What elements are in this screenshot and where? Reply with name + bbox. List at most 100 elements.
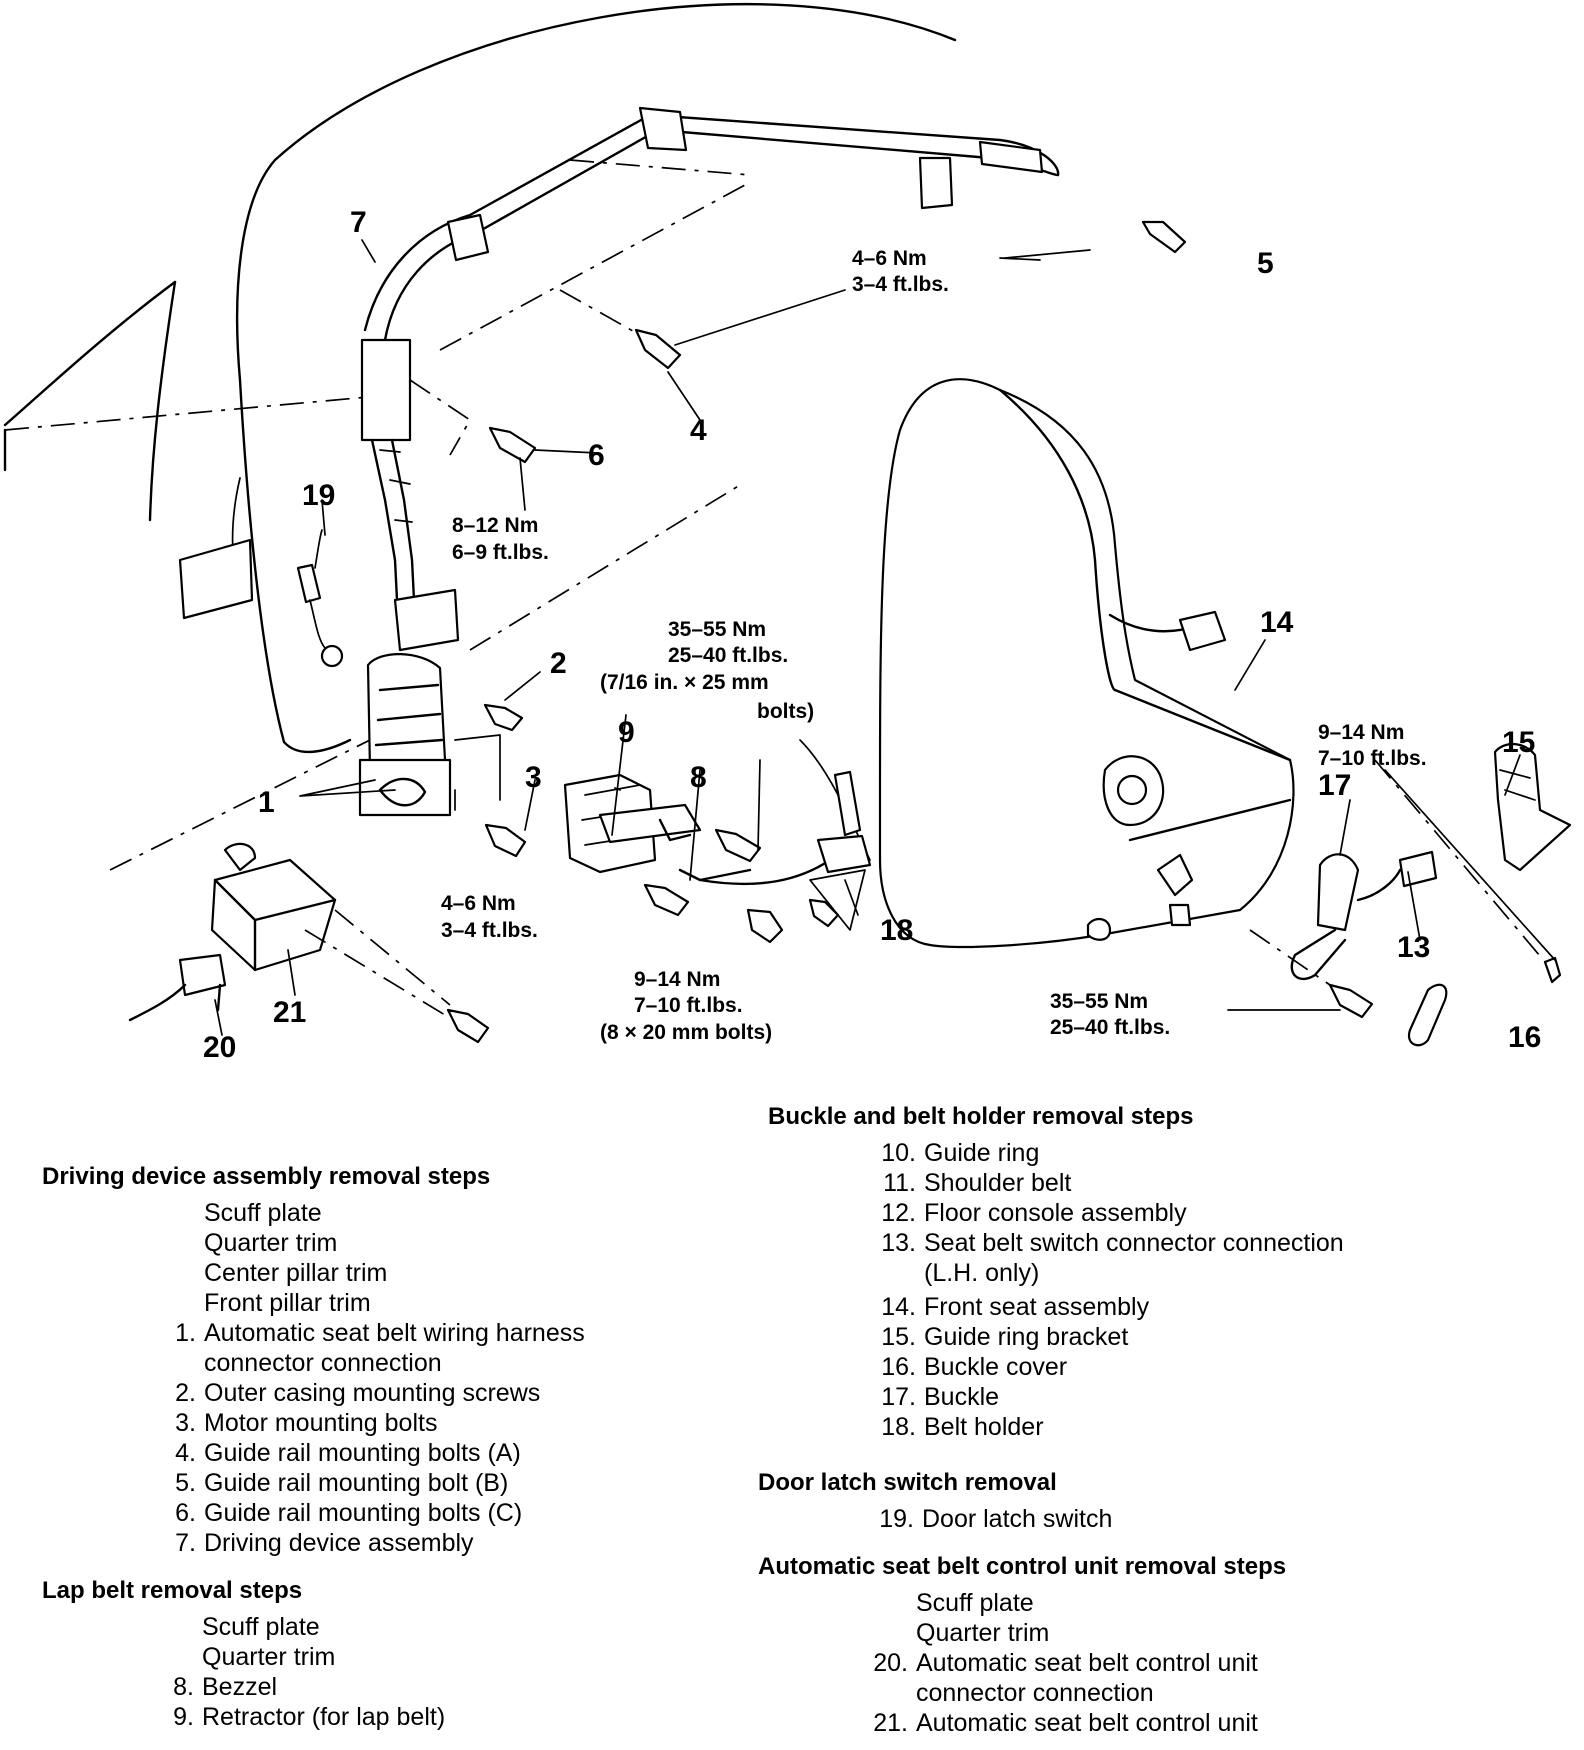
leader-lines bbox=[214, 239, 1556, 1036]
torque-6-nm: 8–12 Nm bbox=[452, 514, 538, 537]
step-number: 13. bbox=[881, 1229, 916, 1257]
torque-3-nm: 4–6 Nm bbox=[441, 892, 516, 915]
control-unit bbox=[128, 842, 451, 1022]
bolts bbox=[446, 220, 1562, 1044]
step-number: 2. bbox=[175, 1379, 196, 1407]
step-item: 5.Guide rail mounting bolt (B) bbox=[148, 1468, 742, 1498]
step-number: 6. bbox=[175, 1499, 196, 1527]
callout-21: 21 bbox=[273, 996, 306, 1029]
callout-14: 14 bbox=[1260, 606, 1294, 639]
step-text: Guide rail mounting bolts (A) bbox=[204, 1439, 521, 1467]
lap-belt-pre-steps: Scuff plate Quarter trim bbox=[42, 1612, 742, 1672]
buckle-heading: Buckle and belt holder removal steps bbox=[768, 1103, 1194, 1130]
step-item: 10.Guide ring bbox=[868, 1138, 1568, 1168]
step-text: Door latch switch bbox=[922, 1505, 1113, 1533]
bolt-3 bbox=[484, 823, 527, 858]
step-text: Seat belt switch connector connection (L… bbox=[924, 1229, 1344, 1287]
torque-retractor-ft: 25–40 ft.lbs. bbox=[668, 644, 788, 667]
bolt-21 bbox=[446, 1008, 490, 1044]
step-text: Shoulder belt bbox=[924, 1169, 1072, 1197]
step-item: 17.Buckle bbox=[868, 1382, 1568, 1412]
step-item: 19.Door latch switch bbox=[866, 1504, 1558, 1534]
callout-16: 16 bbox=[1508, 1021, 1541, 1054]
step-text: Automatic seat belt control unit bbox=[916, 1709, 1258, 1737]
buckle-parts bbox=[1249, 743, 1572, 1047]
step-text: Buckle cover bbox=[924, 1353, 1068, 1381]
bolt-9 bbox=[714, 828, 762, 863]
bolt-15 bbox=[1543, 956, 1562, 984]
car-body-outline bbox=[3, 3, 957, 871]
step-item: 20.Automatic seat belt control unit conn… bbox=[860, 1648, 1578, 1708]
step-number: 11. bbox=[883, 1169, 916, 1197]
step-item: 6.Guide rail mounting bolts (C) bbox=[148, 1498, 742, 1528]
callout-6: 6 bbox=[588, 439, 605, 472]
torque-retractor-bolt-1: (7/16 in. × 25 mm bbox=[600, 671, 769, 694]
callout-19: 19 bbox=[302, 479, 335, 512]
pre-step: Quarter trim bbox=[204, 1229, 338, 1257]
step-text: Outer casing mounting screws bbox=[204, 1379, 541, 1407]
step-item: 18.Belt holder bbox=[868, 1412, 1568, 1442]
front-seat bbox=[878, 378, 1295, 949]
step-item: 15. Guide ring bracket bbox=[868, 1322, 1568, 1352]
step-text: Bezzel bbox=[202, 1673, 278, 1701]
step-item: 14. Front seat assembly bbox=[868, 1292, 1568, 1322]
driving-device-steps: Driving device assembly removal steps Sc… bbox=[42, 1162, 742, 1558]
step-item: 12. Floor console assembly bbox=[868, 1198, 1568, 1228]
control-unit-steps: Automatic seat belt control unit removal… bbox=[758, 1552, 1578, 1738]
callout-9: 9 bbox=[618, 716, 635, 749]
step-number: 17. bbox=[881, 1383, 916, 1411]
bolt-8 bbox=[643, 883, 690, 917]
step-item: 1. Automatic seat belt wiring harness con… bbox=[148, 1318, 742, 1378]
torque-retractor-bolt-2: bolts) bbox=[757, 700, 814, 723]
bolt-6 bbox=[488, 426, 537, 464]
control-unit-pre-steps: Scuff plate Quarter trim bbox=[758, 1588, 1578, 1648]
step-item: 21.Automatic seat belt control unit bbox=[860, 1708, 1578, 1738]
lap-belt-heading: Lap belt removal steps bbox=[42, 1577, 303, 1604]
step-text: Floor console assembly bbox=[924, 1199, 1187, 1227]
bolt-5 bbox=[1141, 220, 1187, 254]
torque-labels: 4–6 Nm 3–4 ft.lbs. 8–12 Nm 6–9 ft.lbs. 4… bbox=[441, 247, 1427, 1044]
step-text: Belt holder bbox=[924, 1413, 1044, 1441]
step-text: Automatic seat belt wiring harness conne… bbox=[204, 1319, 585, 1377]
torque-5-ft: 3–4 ft.lbs. bbox=[852, 273, 949, 296]
torque-15-ft: 7–10 ft.lbs. bbox=[1318, 747, 1427, 770]
guide-rail-assembly bbox=[358, 106, 1060, 817]
buckle-steps: Buckle and belt holder removal steps 10.… bbox=[768, 1102, 1568, 1442]
step-number: 3. bbox=[175, 1409, 196, 1437]
step-item: 3. Motor mounting bolts bbox=[148, 1408, 742, 1438]
step-text: Guide ring bbox=[924, 1139, 1040, 1167]
pre-step: Quarter trim bbox=[916, 1619, 1050, 1647]
step-number: 4. bbox=[175, 1439, 196, 1467]
callout-3: 3 bbox=[525, 761, 542, 794]
step-text: Guide ring bracket bbox=[924, 1323, 1129, 1351]
control-unit-heading: Automatic seat belt control unit removal… bbox=[758, 1553, 1287, 1580]
step-text: Front seat assembly bbox=[924, 1293, 1150, 1321]
step-number: 14. bbox=[881, 1293, 916, 1321]
callout-13: 13 bbox=[1397, 931, 1430, 964]
callout-4: 4 bbox=[690, 414, 707, 447]
driving-device-pre-steps: Scuff plate Quarter trim Center pillar t… bbox=[42, 1198, 742, 1318]
callout-20: 20 bbox=[203, 1031, 236, 1064]
pre-step: Quarter trim bbox=[202, 1643, 336, 1671]
torque-15-nm: 9–14 Nm bbox=[1318, 721, 1404, 744]
step-number: 12. bbox=[881, 1199, 916, 1227]
step-item: 11. Shoulder belt bbox=[868, 1168, 1568, 1198]
step-item: 16.Buckle cover bbox=[868, 1352, 1568, 1382]
step-text: Driving device assembly bbox=[204, 1529, 474, 1557]
torque-3-ft: 3–4 ft.lbs. bbox=[441, 919, 538, 942]
step-number: 7. bbox=[175, 1529, 196, 1557]
callout-7: 7 bbox=[350, 206, 367, 239]
torque-8-ft: 7–10 ft.lbs. bbox=[634, 994, 743, 1017]
step-item: 4. Guide rail mounting bolts (A) bbox=[148, 1438, 742, 1468]
callout-15: 15 bbox=[1502, 726, 1535, 759]
pre-step: Scuff plate bbox=[202, 1613, 320, 1641]
step-item: 13. Seat belt switch connector connection… bbox=[868, 1228, 1568, 1288]
step-item: 7. Driving device assembly bbox=[148, 1528, 742, 1558]
step-number: 1. bbox=[175, 1319, 196, 1347]
step-text: Motor mounting bolts bbox=[204, 1409, 438, 1437]
step-number: 15. bbox=[881, 1323, 916, 1351]
step-item: 2. Outer casing mounting screws bbox=[148, 1378, 742, 1408]
pre-step: Front pillar trim bbox=[204, 1289, 371, 1317]
torque-5-nm: 4–6 Nm bbox=[852, 247, 927, 270]
step-text: Retractor (for lap belt) bbox=[202, 1703, 446, 1731]
